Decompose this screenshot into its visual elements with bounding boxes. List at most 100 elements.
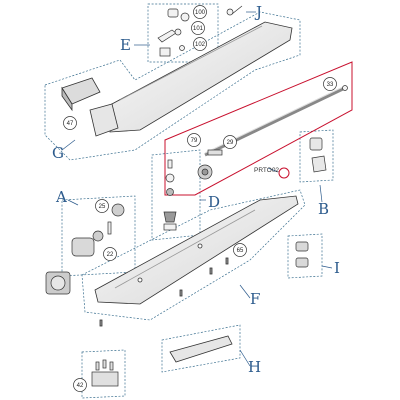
arm-spacer (207, 149, 223, 156)
connector-pin-1 (95, 361, 100, 371)
group-letter-i: I (334, 259, 340, 277)
e-small-parts (157, 8, 190, 57)
group-g-outline (44, 11, 301, 161)
group-i-outline (287, 233, 323, 279)
f-hole-1 (137, 277, 143, 283)
callout-33: 33 (323, 77, 337, 91)
f-screw-1 (179, 289, 183, 297)
leader-f (239, 284, 251, 299)
a-gear-large (111, 203, 125, 217)
callout-label: 33 (327, 82, 334, 88)
connector-part (91, 359, 119, 387)
callout-47: 47 (63, 116, 77, 130)
f-base (94, 195, 299, 327)
group-letter-g: G (52, 144, 64, 162)
callout-label: 100 (195, 10, 206, 16)
f-base-inner (114, 209, 256, 289)
leader-i (321, 265, 333, 269)
a-motor-parts (45, 203, 125, 295)
callout-25: 25 (95, 199, 109, 213)
g-cover-end (89, 103, 119, 137)
e-pin-part (174, 28, 182, 36)
d-washer-part (165, 173, 175, 183)
highlight-arm-assembly (164, 61, 353, 196)
d-bolt-part (163, 211, 177, 223)
f-base-body (94, 195, 299, 305)
d-base-part (163, 223, 177, 231)
group-letter-h: H (248, 358, 261, 376)
callout-label: 42 (77, 383, 84, 389)
b-plate-part (309, 137, 323, 151)
a-shaft (107, 221, 112, 235)
e-ring-part (180, 12, 190, 22)
i-plate-lower (295, 257, 309, 268)
callout-102: 102 (193, 37, 207, 51)
group-f-outline (81, 189, 306, 321)
e-clip-part (167, 8, 179, 18)
f-screw-4 (99, 319, 103, 327)
callout-label: 102 (195, 42, 206, 48)
leader-b (319, 184, 323, 203)
leader-lines (61, 11, 333, 367)
callout-label: 101 (193, 26, 204, 32)
callout-29: 29 (223, 135, 237, 149)
a-motor-body (71, 237, 95, 257)
b-bracket-part (311, 155, 327, 173)
leader-h (239, 349, 251, 367)
d-nut-part (166, 188, 174, 196)
e-screw-part (179, 45, 185, 51)
callout-label: 65 (237, 248, 244, 254)
f-hole-2 (197, 243, 203, 249)
callout-label: 47 (67, 121, 74, 127)
connector-pin-2 (102, 359, 107, 369)
leader-code (267, 167, 279, 173)
h-ramp-part (169, 335, 233, 363)
f-screw-3 (225, 257, 229, 265)
part-code-ring (278, 167, 290, 179)
i-plates (295, 241, 309, 268)
callouts: 100 101 102 47 79 29 33 25 22 65 42 (63, 5, 337, 392)
group-letter-f: F (250, 290, 260, 308)
a-gear-small (92, 230, 104, 242)
g-cover-top (119, 25, 263, 101)
callout-label: 22 (107, 252, 114, 258)
callout-101: 101 (191, 21, 205, 35)
g-main-cover (61, 21, 293, 137)
group-letter-e: E (120, 36, 131, 54)
d-pin-part (167, 159, 173, 169)
e-block-part (159, 47, 171, 57)
group-b-outline (299, 129, 334, 183)
b-bracket-parts (309, 137, 327, 173)
g-lid-side (61, 86, 73, 112)
group-letter-b: B (318, 200, 329, 218)
leader-g (61, 139, 76, 151)
group-h-outline (161, 324, 241, 373)
arm-end-cap (342, 85, 348, 91)
connector-body (91, 371, 119, 387)
d-small-parts (163, 159, 177, 231)
callout-22: 22 (103, 247, 117, 261)
group-letters: E J G A D B F I H (52, 3, 340, 376)
callout-label: 25 (99, 204, 106, 210)
group-letter-j: J (254, 3, 262, 21)
a-encoder-face (50, 275, 66, 291)
part-code-label: PRTO02 (254, 167, 279, 174)
part-code-marker: PRTO02 (254, 167, 290, 179)
f-screw-2 (209, 267, 213, 275)
g-cover-body (109, 21, 293, 133)
j-screw-part (226, 5, 243, 16)
leader-a (67, 199, 79, 206)
callout-label: 79 (191, 138, 198, 144)
arm-gear-hub (201, 168, 209, 176)
callout-79: 79 (187, 133, 201, 147)
callout-label: 29 (227, 140, 234, 146)
callout-100: 100 (193, 5, 207, 19)
callout-65: 65 (233, 243, 247, 257)
i-plate-upper (295, 241, 309, 252)
group-letter-d: D (208, 193, 220, 211)
callout-42: 42 (73, 378, 87, 392)
connector-pin-3 (109, 361, 114, 371)
group-letter-a: A (55, 188, 67, 206)
